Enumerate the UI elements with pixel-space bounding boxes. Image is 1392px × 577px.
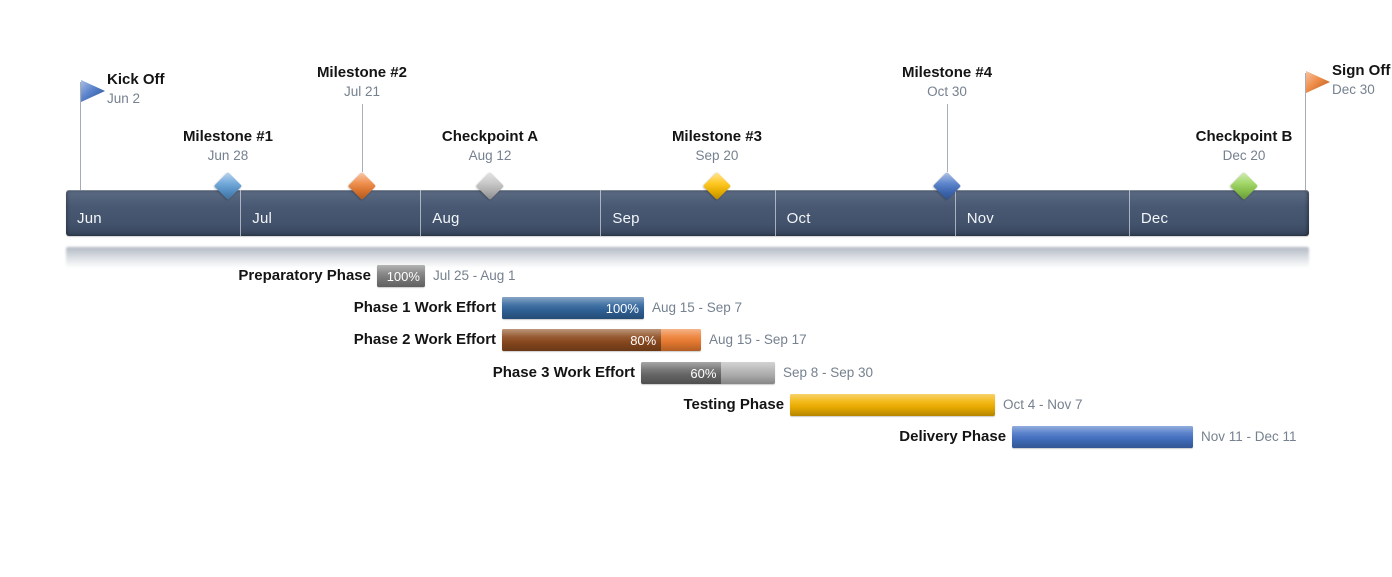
month-cell-nov: Nov: [954, 190, 1129, 236]
task-date-range: Aug 15 - Sep 7: [651, 300, 743, 315]
milestone-title: Checkpoint A: [441, 128, 539, 145]
task-date-range: Jul 25 - Aug 1: [432, 268, 516, 283]
month-label: Nov: [966, 209, 995, 227]
milestone-date: Dec 20: [1222, 148, 1266, 163]
task-bar[interactable]: [790, 394, 996, 416]
milestone-title: Kick Off: [107, 71, 165, 88]
milestone-title: Checkpoint B: [1195, 128, 1293, 145]
task-bar[interactable]: 100%: [376, 265, 425, 287]
milestone-date: Aug 12: [468, 148, 512, 163]
task-label: Phase 2 Work Effort: [353, 331, 497, 348]
month-cell-aug: Aug: [420, 190, 600, 236]
task-bar[interactable]: [1012, 426, 1194, 448]
task-label: Delivery Phase: [899, 428, 1007, 445]
milestone-flag-icon[interactable]: [1306, 71, 1331, 93]
milestone-label: Milestone #2 Jul 21: [317, 63, 407, 102]
task-label: Testing Phase: [683, 396, 785, 413]
month-cell-jul: Jul: [240, 190, 420, 236]
flag-pole-line: [80, 82, 82, 190]
task-date-range: Sep 8 - Sep 30: [783, 365, 874, 380]
milestone-connector-line: [361, 104, 363, 172]
milestone-title: Milestone #2: [316, 64, 407, 81]
task-percent-label: 60%: [690, 365, 717, 381]
task-date-range: Nov 11 - Dec 11: [1201, 429, 1297, 444]
task-bar[interactable]: 80%: [502, 329, 702, 351]
milestone-label: Milestone #1 Jun 28: [183, 127, 273, 166]
month-label: Jun: [77, 209, 102, 227]
task-label: Phase 1 Work Effort: [353, 299, 497, 316]
timeline-month-band: Jun Jul Aug Sep Oct Nov Dec: [66, 190, 1309, 236]
milestone-date: Dec 30: [1332, 82, 1375, 97]
milestone-date: Jul 21: [343, 84, 380, 99]
milestone-title: Milestone #1: [182, 128, 273, 145]
task-bar-completed: [1012, 426, 1194, 448]
flag-pole-line: [1305, 73, 1307, 190]
task-date-range: Oct 4 - Nov 7: [1003, 397, 1083, 412]
task-bar-remaining: [661, 329, 702, 351]
milestone-title: Milestone #4: [902, 64, 993, 81]
month-cell-sep: Sep: [600, 190, 774, 236]
task-date-range: Aug 15 - Sep 17: [709, 332, 807, 347]
task-bar[interactable]: 60%: [641, 362, 775, 384]
task-bar-completed: 80%: [502, 329, 662, 351]
month-label: Aug: [432, 209, 460, 227]
timeline-band-shadow: [66, 247, 1309, 268]
milestone-label: Checkpoint A Aug 12: [442, 127, 538, 166]
task-percent-label: 100%: [605, 300, 639, 316]
month-label: Jul: [252, 209, 273, 227]
milestone-connector-line: [947, 104, 949, 172]
milestone-label: Milestone #3 Sep 20: [672, 127, 762, 166]
task-bar[interactable]: 100%: [502, 297, 644, 319]
milestone-date: Oct 30: [927, 84, 967, 99]
task-bar-completed: [790, 394, 996, 416]
milestone-title: Sign Off: [1332, 62, 1391, 79]
month-cell-oct: Oct: [774, 190, 955, 236]
month-cell-dec: Dec: [1128, 190, 1309, 236]
task-label: Preparatory Phase: [238, 267, 371, 284]
month-cell-jun: Jun: [66, 190, 240, 236]
task-label: Phase 3 Work Effort: [492, 364, 635, 381]
task-bar-completed: 60%: [641, 362, 722, 384]
milestone-date: Jun 2: [107, 91, 141, 106]
milestone-label: Checkpoint B Dec 20: [1196, 127, 1293, 166]
task-bar-completed: 100%: [376, 265, 425, 287]
milestone-date: Sep 20: [695, 148, 739, 163]
month-label: Oct: [786, 209, 811, 227]
milestone-label: Milestone #4 Oct 30: [902, 63, 992, 102]
task-percent-label: 100%: [386, 268, 420, 284]
milestone-title: Milestone #3: [671, 128, 762, 145]
milestone-flag-icon[interactable]: [81, 80, 106, 102]
month-label: Dec: [1140, 209, 1169, 227]
month-label: Sep: [612, 209, 640, 227]
milestone-date: Jun 28: [207, 148, 249, 163]
task-bar-remaining: [721, 362, 775, 384]
task-percent-label: 80%: [630, 332, 657, 348]
task-bar-completed: 100%: [502, 297, 644, 319]
